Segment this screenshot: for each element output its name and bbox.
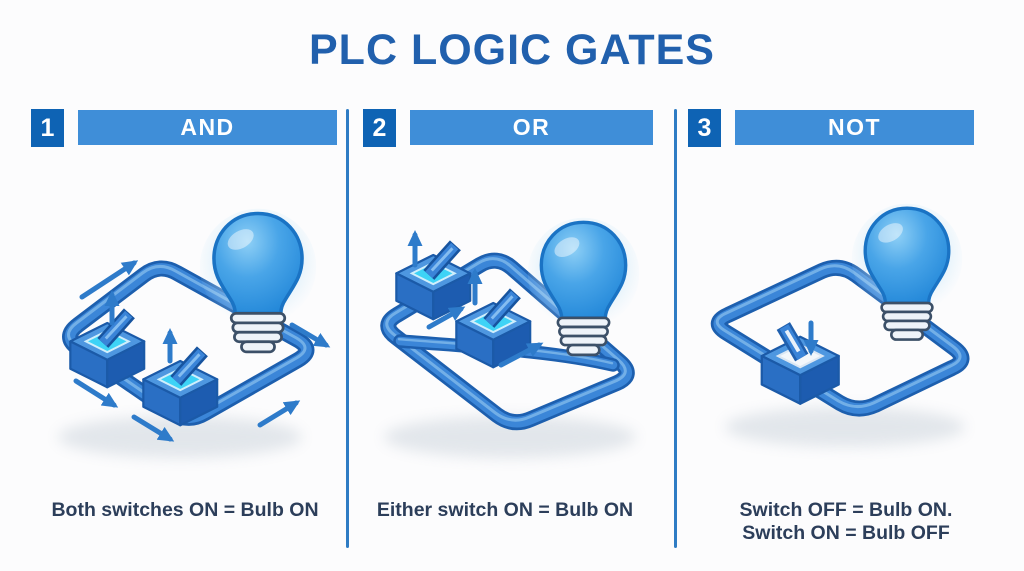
and-circuit-illustration: [58, 208, 331, 458]
bulb-icon: [851, 203, 963, 342]
panel-label-bar: NOT: [735, 110, 974, 145]
flow-arrow-icon: [426, 306, 466, 330]
panel-or-header: 2 OR: [363, 109, 653, 147]
flow-arrows: [407, 230, 544, 368]
caption-line: Either switch ON = Bulb ON: [376, 499, 634, 521]
or-circuit-illustration: [380, 217, 640, 458]
panel-label-bar: AND: [78, 110, 337, 145]
caption-line: Switch OFF = Bulb ON.: [739, 499, 953, 521]
panel-and-header: 1 AND: [31, 109, 337, 147]
ground-shadow: [58, 416, 302, 458]
panel-number-badge: 3: [688, 109, 721, 147]
not-circuit-illustration: [710, 203, 970, 447]
ground-shadow: [384, 416, 636, 458]
ground-shadow: [725, 407, 965, 447]
panel-not: 3 NOT Switch OFF = Bulb ON. Switch ON = …: [685, 109, 1007, 548]
panel-number-badge: 1: [31, 109, 64, 147]
circuit-loop: [710, 259, 970, 417]
flow-arrow-icon: [498, 342, 544, 368]
caption-line: Switch ON = Bulb OFF: [742, 522, 950, 544]
panel-divider: [674, 109, 677, 548]
panel-and-caption: Both switches ON = Bulb ON: [30, 499, 340, 522]
circuit-loop: [380, 252, 635, 431]
panel-label-bar: OR: [410, 110, 653, 145]
panel-not-caption: Switch OFF = Bulb ON. Switch ON = Bulb O…: [685, 499, 1007, 545]
panel-not-header: 3 NOT: [688, 109, 974, 147]
flow-arrow-icon: [257, 400, 301, 428]
flow-arrow-icon: [289, 322, 331, 348]
panel-divider: [346, 109, 349, 548]
panel-and: 1 AND Both switches: [30, 109, 340, 548]
flow-arrow-icon: [131, 414, 175, 442]
flow-arrow-icon: [79, 260, 139, 300]
caption-line: Both switches ON = Bulb ON: [51, 499, 319, 521]
flow-arrow-icon: [73, 378, 119, 408]
flow-arrows: [73, 260, 331, 442]
bulb-icon: [527, 217, 640, 357]
page-title: PLC LOGIC GATES: [309, 26, 715, 74]
panel-number-badge: 2: [363, 109, 396, 147]
panel-or: 2 OR E: [345, 109, 665, 548]
panel-or-caption: Either switch ON = Bulb ON: [345, 499, 665, 522]
